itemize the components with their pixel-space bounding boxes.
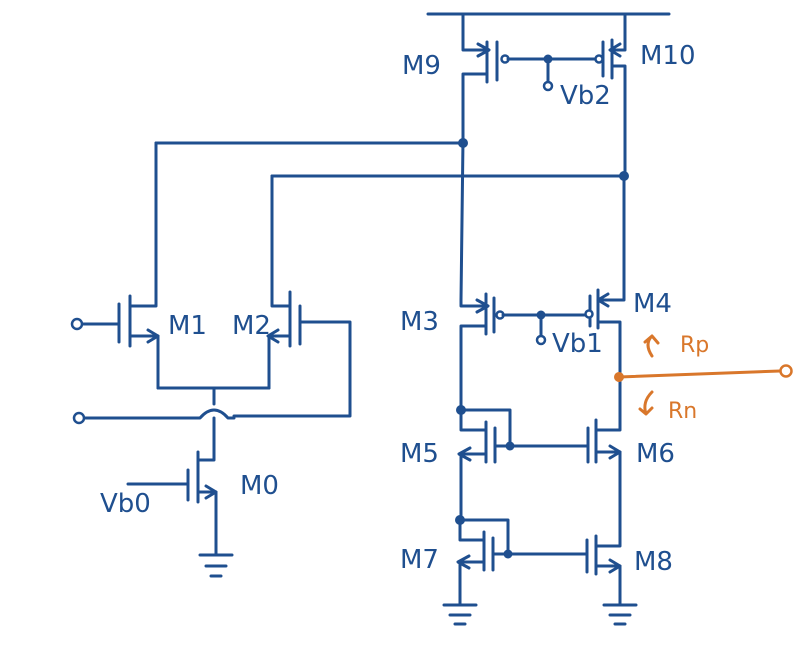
- transistor-m3: [459, 292, 505, 412]
- output-wire: [617, 369, 782, 379]
- output-node-dot: [614, 372, 624, 382]
- transistor-m9: [461, 12, 510, 142]
- transistor-m10: [594, 12, 627, 177]
- label-m1: M1: [168, 311, 207, 341]
- label-m0: M0: [240, 471, 279, 501]
- label-vb0: Vb0: [100, 489, 151, 519]
- transistor-m6: [586, 418, 622, 542]
- label-m5: M5: [400, 439, 439, 469]
- input-terminal-left: [70, 317, 84, 331]
- transistor-m1: [70, 141, 160, 390]
- label-rn: Rn: [668, 399, 697, 424]
- transistor-m4: [584, 288, 626, 426]
- label-m6: M6: [636, 439, 675, 469]
- input-terminal-left-2: [72, 411, 86, 425]
- label-m2: M2: [232, 311, 271, 341]
- label-m10: M10: [640, 41, 696, 71]
- label-vb2: Vb2: [560, 81, 611, 111]
- label-m3: M3: [400, 307, 439, 337]
- transistor-m5: [456, 405, 512, 522]
- transistor-m2: [232, 174, 352, 418]
- label-m7: M7: [400, 545, 439, 575]
- label-m4: M4: [633, 289, 672, 319]
- transistor-m7: [442, 515, 510, 626]
- rn-arrow: [638, 390, 654, 416]
- label-m8: M8: [634, 547, 673, 577]
- output-terminal: [779, 364, 793, 378]
- rp-arrow: [643, 334, 660, 358]
- transistor-m0: [126, 416, 234, 578]
- label-rp: Rp: [680, 333, 709, 358]
- transistor-m8: [585, 534, 638, 626]
- label-vb1: Vb1: [552, 329, 603, 359]
- label-m9: M9: [402, 51, 441, 81]
- vb1-terminal: [535, 334, 547, 346]
- vb2-terminal: [542, 80, 554, 92]
